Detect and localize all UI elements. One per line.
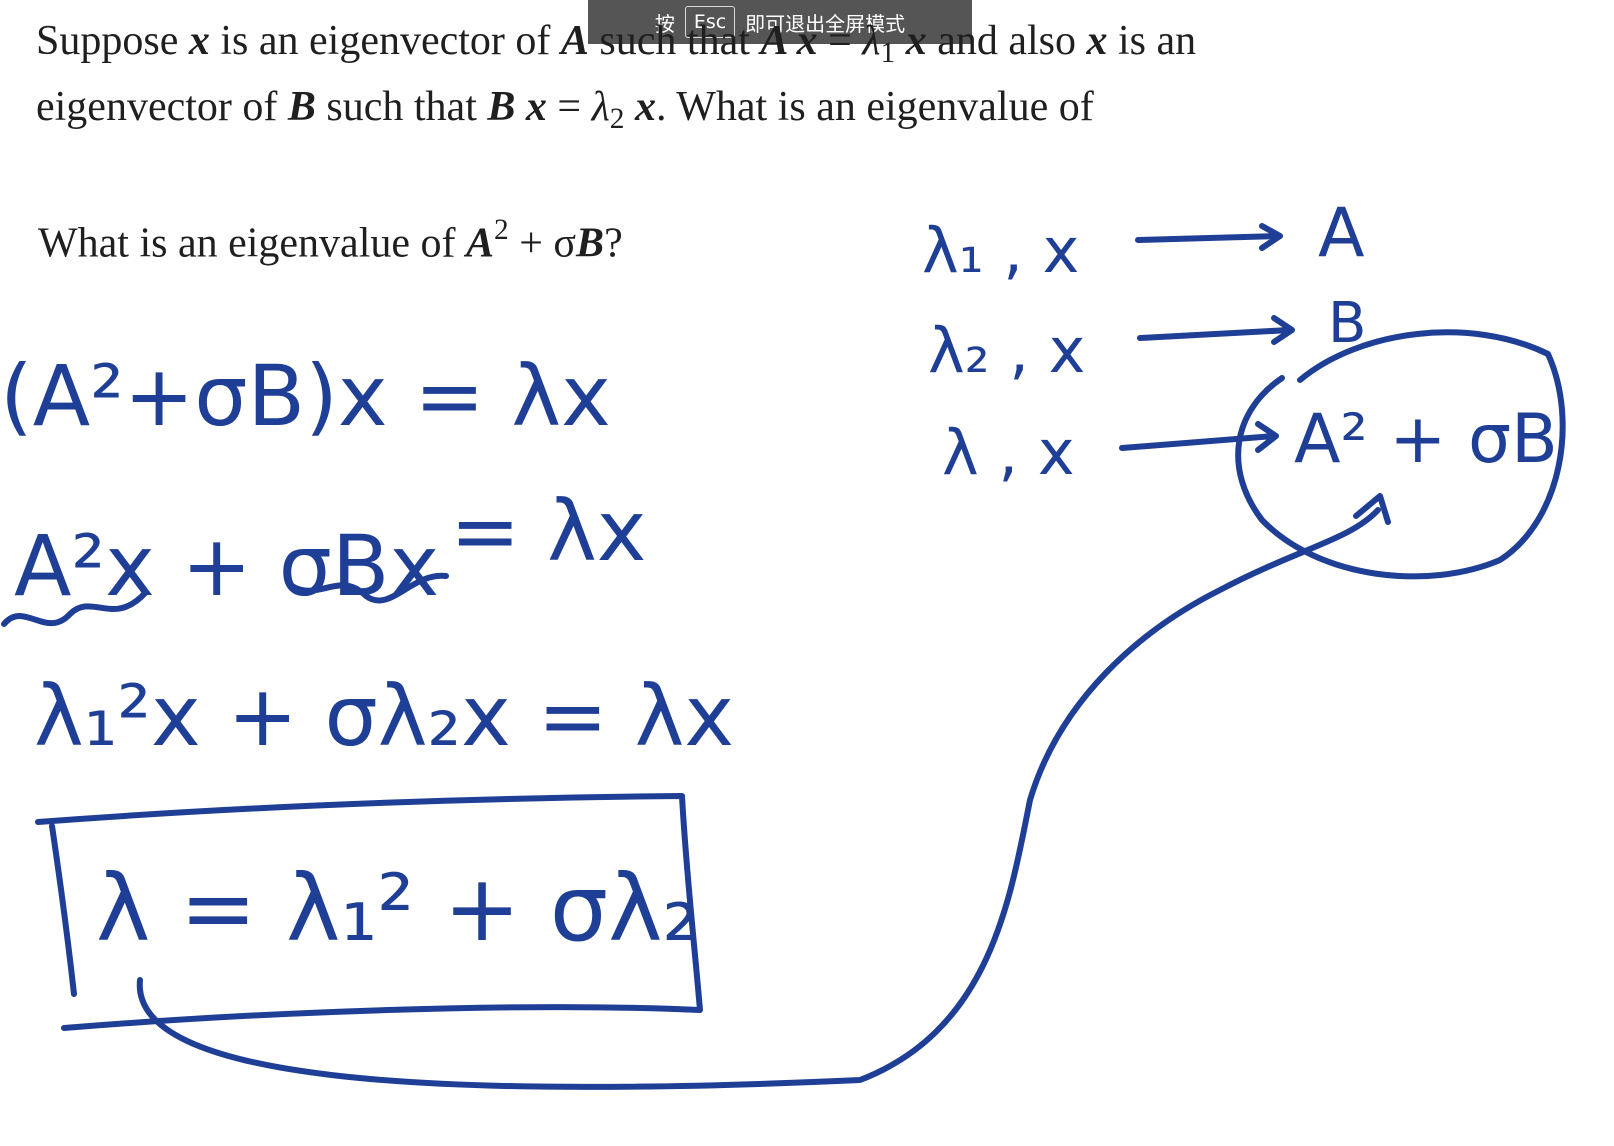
problem-line-1: Suppose x is an eigenvector of A such th…: [36, 18, 1197, 70]
hw-map-3-left: λ , x: [942, 416, 1075, 489]
underline-squiggle-bx: [289, 572, 449, 604]
answer-box: [35, 793, 703, 1031]
hw-boxed-answer: λ = λ₁² + σλ₂: [96, 855, 699, 962]
esc-key-badge[interactable]: Esc: [684, 6, 736, 38]
hw-equation-1: (A²+σB)x = λx: [0, 347, 611, 445]
question-text: What is an eigenvalue of A2 + σB?: [38, 214, 623, 267]
fullscreen-exit-hint: 按 Esc 即可退出全屏模式: [588, 0, 972, 44]
underline-squiggle-a2x: [1, 589, 149, 627]
hw-map-1-left: λ₁ , x: [922, 214, 1079, 287]
problem-line-2: eigenvector of B such that B x = λ2 x. W…: [36, 84, 1094, 136]
arrow-2: [1137, 315, 1295, 345]
hw-equation-2-rhs: = λx: [450, 482, 647, 580]
arrow-3: [1119, 421, 1279, 453]
hint-suffix: 即可退出全屏模式: [745, 11, 906, 36]
handwriting-layer: (A²+σB)x = λx A²x + σBx = λx λ₁²x + σλ₂x…: [0, 194, 1566, 1090]
hw-map-3-right: A² + σB: [1294, 400, 1558, 479]
arrow-1: [1135, 223, 1283, 251]
connector-curve-arrow: [136, 493, 1391, 1090]
hw-equation-3: λ₁²x + σλ₂x = λx: [34, 667, 734, 765]
circle-around-a2-sigma-b: [1235, 329, 1566, 580]
hw-map-1-right: A: [1318, 194, 1365, 273]
hw-map-2-left: λ₂ , x: [928, 314, 1085, 387]
hint-prefix: 按: [654, 11, 675, 36]
